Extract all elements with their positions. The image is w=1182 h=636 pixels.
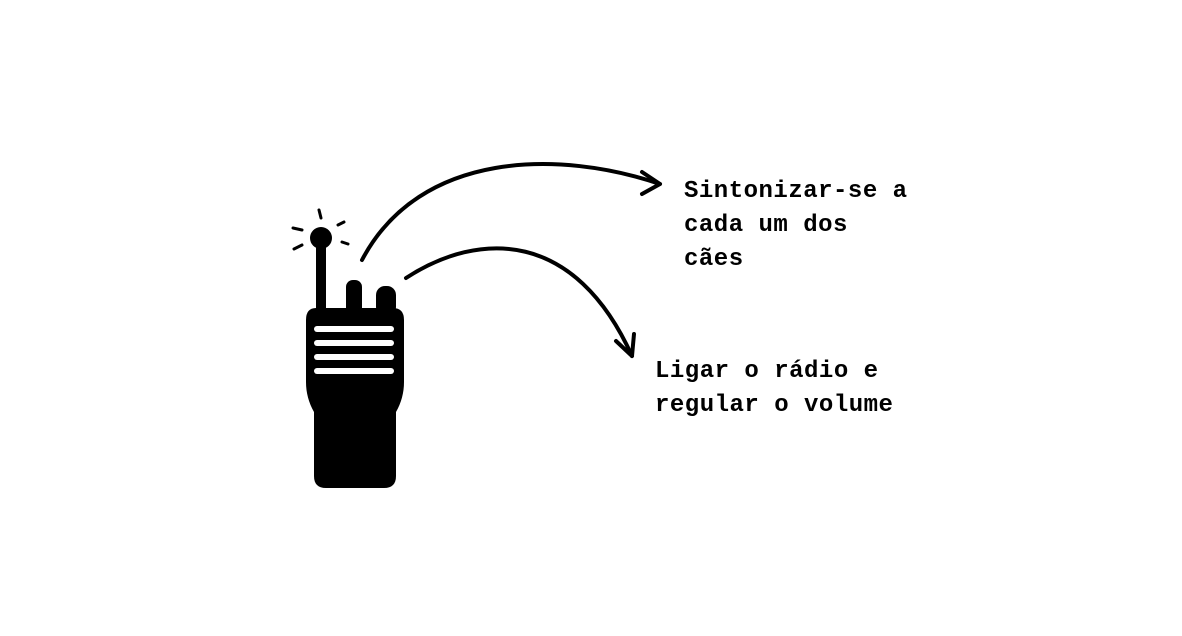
tune-label-line: Sintonizar-se a [684, 178, 908, 205]
arrow-to-tune [360, 162, 662, 262]
tuning-knob [346, 280, 362, 316]
radio-body [306, 308, 404, 488]
speaker-grille [314, 326, 394, 374]
arrow-to-power [404, 246, 634, 358]
power-label: Ligar o rádio e regular o volume [655, 355, 893, 423]
tune-label-line: cães [684, 246, 744, 273]
arrowhead-power [614, 332, 636, 358]
power-label-line: Ligar o rádio e [655, 358, 879, 385]
antenna-tip [310, 227, 332, 249]
antenna [316, 240, 326, 315]
power-label-line: regular o volume [655, 392, 894, 419]
walkie-talkie-icon [291, 208, 404, 488]
tune-label-line: cada um dos [684, 212, 848, 239]
tune-label: Sintonizar-se a cada um dos cães [684, 175, 908, 277]
signal-marks-icon [291, 208, 350, 251]
arrowhead-tune [640, 170, 662, 196]
